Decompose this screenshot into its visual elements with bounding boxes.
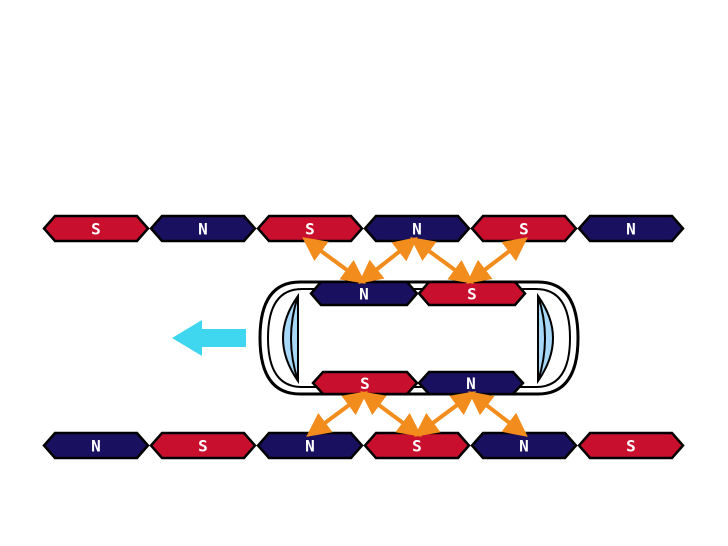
magnet-body (470, 431, 578, 460)
vehicle-body-outline (258, 280, 580, 396)
force-arrow-icon (358, 237, 418, 284)
south-pole-magnet: S (42, 214, 150, 243)
force-arrow-icon (468, 391, 528, 437)
force-arrow-icon (360, 391, 422, 437)
vehicle-body-inner-outline (266, 288, 572, 388)
south-pole-magnet: S (256, 214, 364, 243)
north-pole-magnet: N (149, 214, 257, 243)
north-pole-magnet: N (256, 431, 364, 460)
south-pole-magnet: S (577, 431, 685, 460)
arrow-left-icon (172, 320, 246, 356)
force-arrow-icon (306, 391, 368, 437)
magnet-pole-label: N (305, 437, 315, 456)
magnet-pole-label: N (519, 437, 529, 456)
magnet-pole-label: N (626, 220, 636, 239)
magnet-pole-label: N (359, 285, 369, 304)
maglev-vehicle (258, 280, 580, 396)
magnet-pole-label: S (412, 437, 422, 456)
magnet-pole-label: N (412, 220, 422, 239)
magnet-body (470, 214, 578, 243)
magnet-body (149, 214, 257, 243)
force-arrow-icon (414, 391, 476, 437)
north-pole-magnet: N (363, 214, 471, 243)
force-arrow-icon (466, 237, 528, 284)
magnet-pole-label: S (626, 437, 636, 456)
magnet-pole-label: S (360, 374, 370, 393)
bottom-force-arrows (306, 391, 528, 437)
force-arrow-icon (410, 237, 474, 284)
north-pole-magnet: N (417, 370, 525, 396)
south-pole-magnet: S (311, 370, 419, 396)
magnet-pole-label: S (305, 220, 315, 239)
south-pole-magnet: S (363, 431, 471, 460)
vehicle-left-cap-arc (290, 295, 299, 382)
south-pole-magnet: S (470, 214, 578, 243)
magnet-pole-label: S (519, 220, 529, 239)
magnet-body (149, 431, 257, 460)
magnet-body (577, 431, 685, 460)
north-pole-magnet: N (309, 280, 419, 307)
top-force-arrows (302, 237, 528, 284)
north-pole-magnet: N (42, 431, 150, 460)
south-pole-magnet: S (417, 280, 527, 307)
vehicle-right-cap-arc (537, 295, 546, 382)
magnet-body (577, 214, 685, 243)
magnet-pole-label: S (467, 285, 477, 304)
north-pole-magnet: N (470, 431, 578, 460)
magnet-body (42, 214, 150, 243)
magnet-pole-label: N (198, 220, 208, 239)
magnet-pole-label: S (198, 437, 208, 456)
south-pole-magnet: S (149, 431, 257, 460)
magnet-pole-label: N (91, 437, 101, 456)
magnet-pole-label: N (466, 374, 476, 393)
magnet-body (42, 431, 150, 460)
north-pole-magnet: N (577, 214, 685, 243)
magnet-pole-label: S (91, 220, 101, 239)
force-arrow-icon (302, 237, 366, 284)
